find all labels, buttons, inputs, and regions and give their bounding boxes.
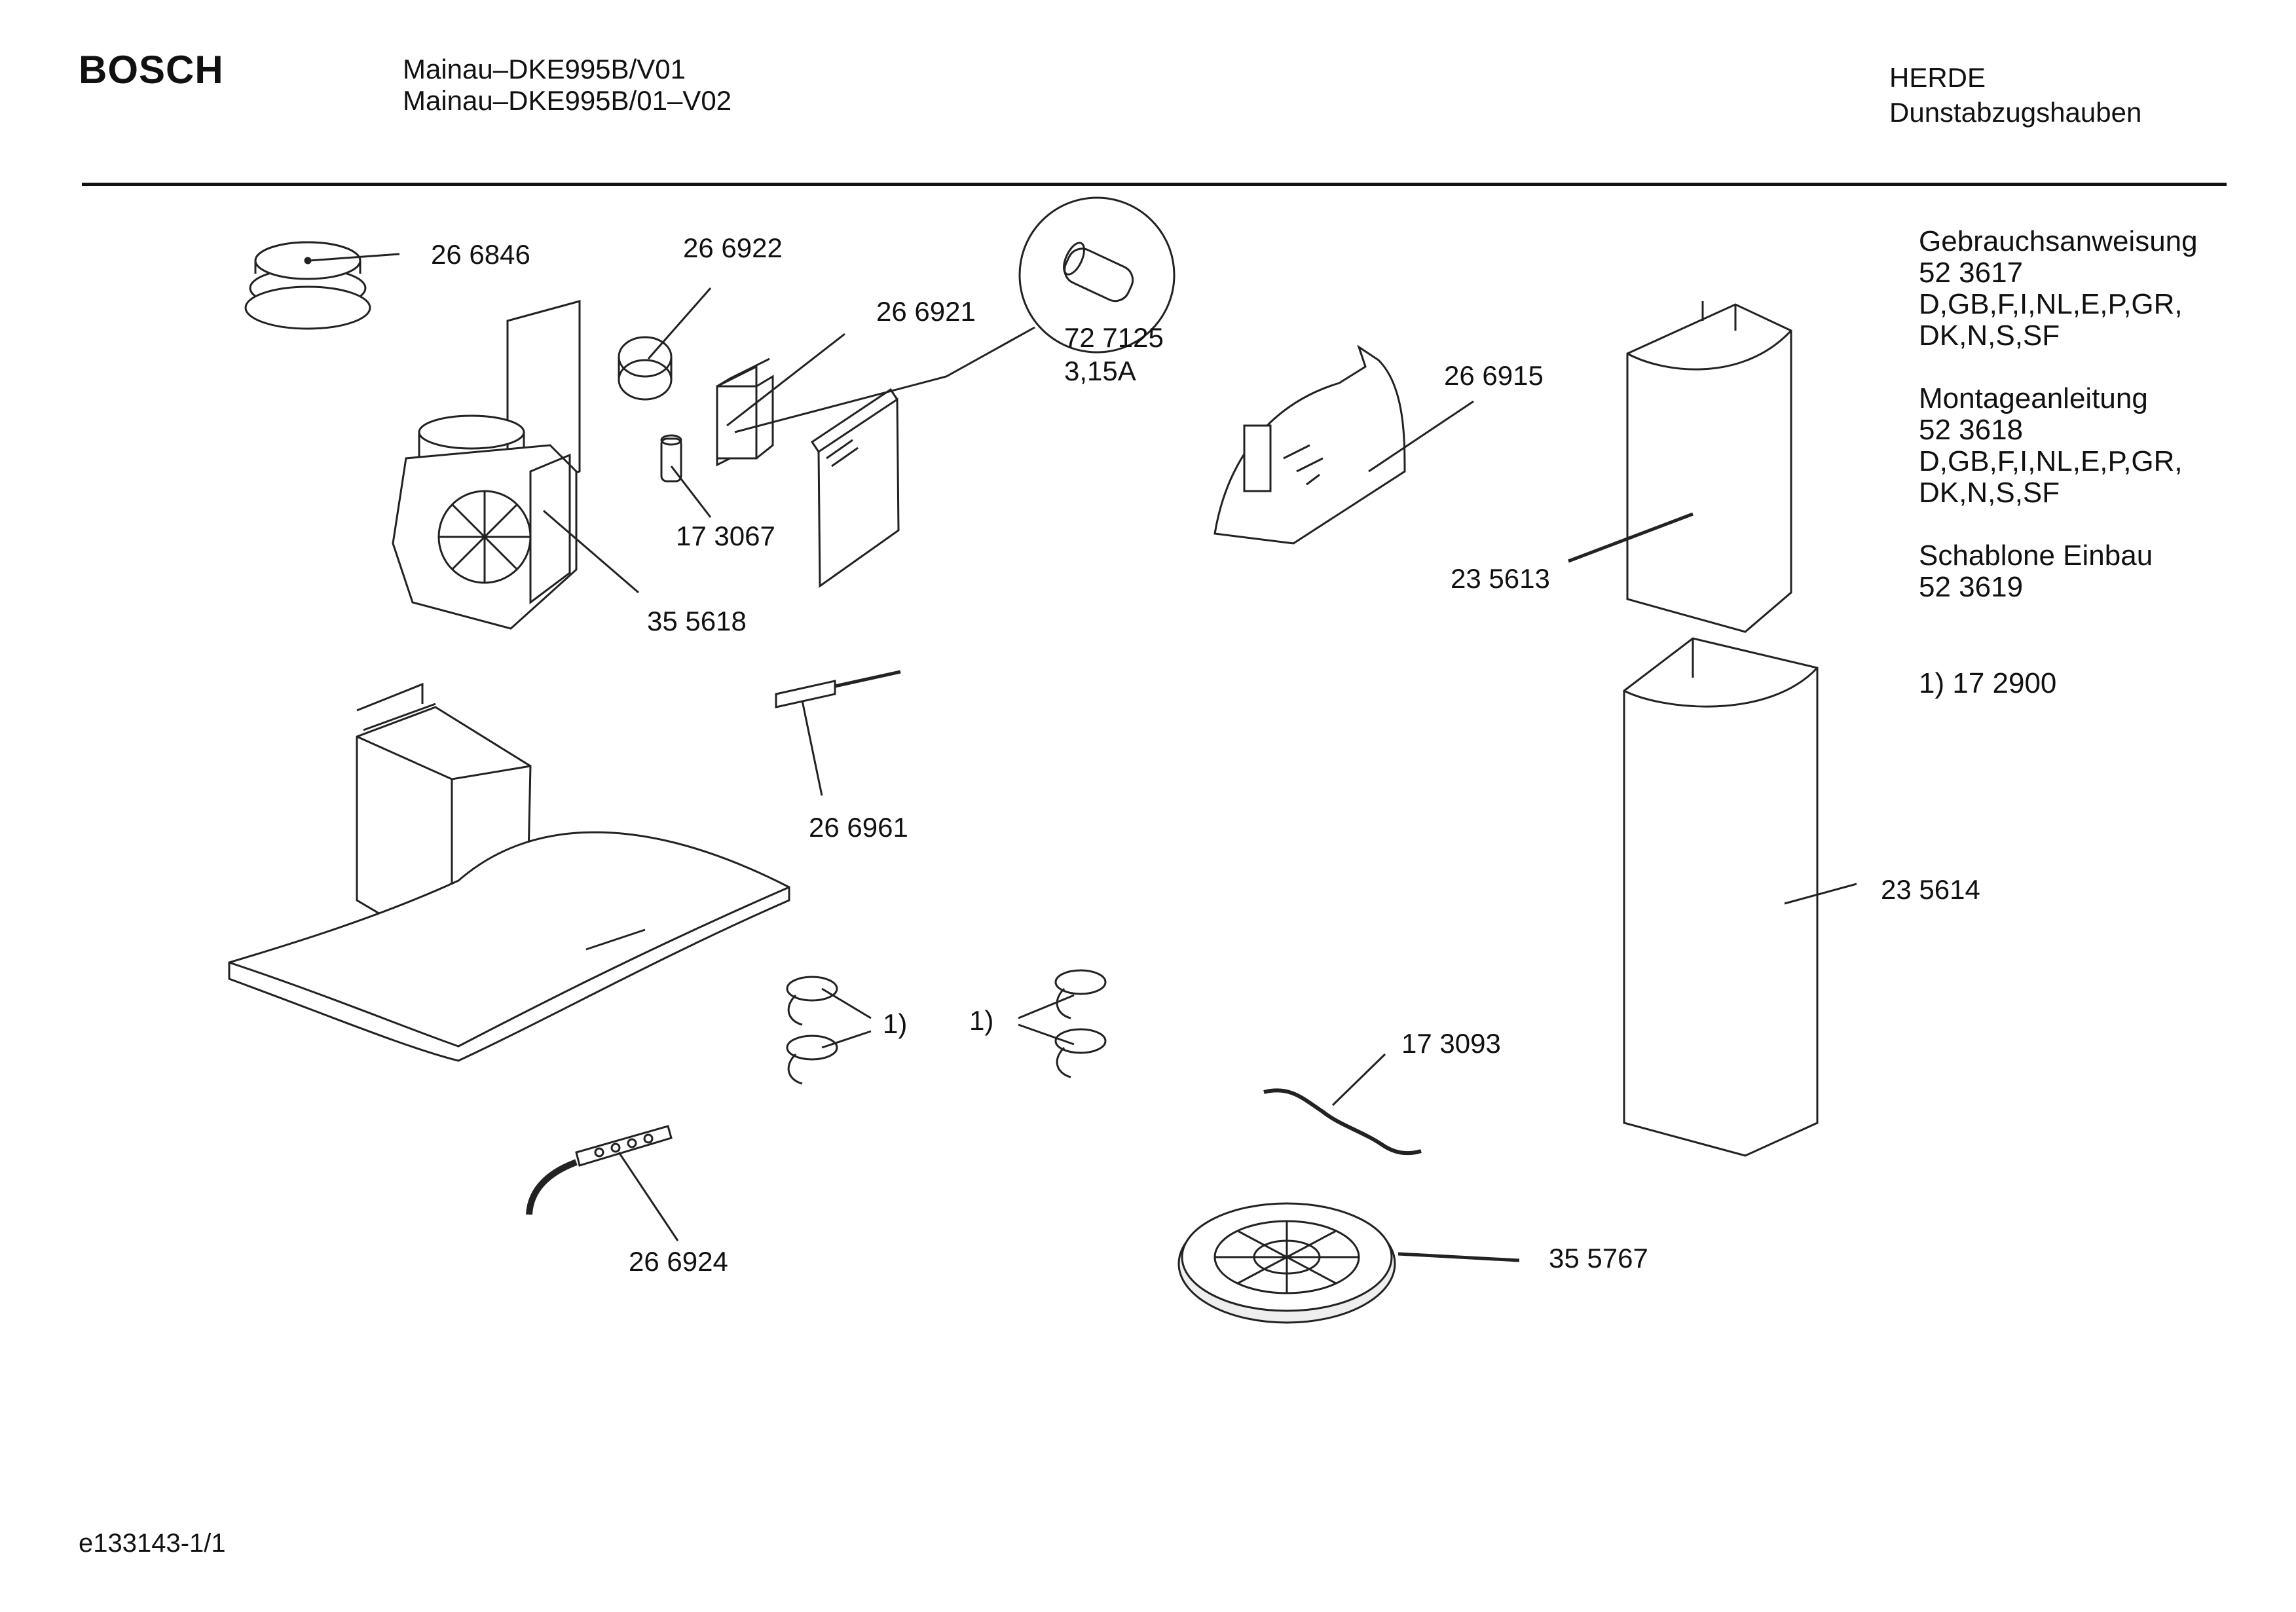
header-divider xyxy=(82,183,2227,186)
round-filter-stack-part xyxy=(244,241,371,330)
spring-clips-left xyxy=(786,976,838,1085)
capacitor-part xyxy=(618,336,673,401)
leader-235614 xyxy=(1784,883,1857,905)
part-label-173093: 17 3093 xyxy=(1401,1028,1501,1059)
doc-languages: D,GB,F,I,NL,E,P,GR, xyxy=(1919,288,2183,320)
part-label-ref-1b: 1) xyxy=(969,1005,994,1036)
part-label-266921: 26 6921 xyxy=(876,296,976,327)
part-label-235614: 23 5614 xyxy=(1881,874,1980,905)
lower-chimney-cover-part xyxy=(1623,637,1819,1157)
fuse-detail-circle xyxy=(1018,196,1176,354)
drawing-reference: e133143-1/1 xyxy=(79,1529,226,1558)
upper-chimney-cover-part xyxy=(1626,301,1792,633)
leader-266915 xyxy=(1368,400,1474,473)
part-label-173067: 17 3067 xyxy=(676,521,775,551)
doc-block-schablone: Schablone Einbau 52 3619 xyxy=(1919,540,2153,603)
doc-number: 52 3618 xyxy=(1919,414,2024,446)
footnote: 1) 17 2900 xyxy=(1919,667,2057,699)
sensor-cable-part xyxy=(775,670,901,708)
leader-266924 xyxy=(618,1152,679,1241)
leader-ref-1a xyxy=(821,987,872,1049)
spring-clips-right xyxy=(1054,969,1107,1078)
part-label-355767: 35 5767 xyxy=(1549,1243,1648,1273)
part-label-235613: 23 5613 xyxy=(1451,563,1550,594)
carbon-filter-round-part xyxy=(1177,1202,1396,1324)
leader-ref-1b xyxy=(1018,994,1075,1046)
cover-plate-part xyxy=(810,388,900,588)
doc-languages: D,GB,F,I,NL,E,P,GR, xyxy=(1919,445,2183,477)
category-line-1: HERDE xyxy=(1889,62,1986,93)
leader-266921 xyxy=(726,333,845,427)
leader-355767 xyxy=(1398,1252,1520,1262)
doc-block-montageanleitung: Montageanleitung 52 3618 D,GB,F,I,NL,E,P… xyxy=(1919,383,2183,509)
leader-266961 xyxy=(801,700,823,796)
doc-title: Schablone Einbau xyxy=(1919,540,2153,572)
doc-languages: DK,N,S,SF xyxy=(1919,320,2060,352)
doc-languages: DK,N,S,SF xyxy=(1919,477,2060,509)
control-switch-panel-part xyxy=(526,1125,673,1215)
leader-173093 xyxy=(1331,1053,1386,1107)
leader-235613 xyxy=(1568,512,1694,563)
doc-block-gebrauchsanweisung: Gebrauchsanweisung 52 3617 D,GB,F,I,NL,E… xyxy=(1919,226,2198,352)
leader-266922 xyxy=(647,287,712,359)
part-label-266922: 26 6922 xyxy=(683,232,783,263)
part-label-266846: 26 6846 xyxy=(431,239,530,270)
brand-logo: BOSCH xyxy=(79,48,224,92)
model-line-1: Mainau–DKE995B/V01 xyxy=(403,54,686,84)
small-cylinder-part xyxy=(660,434,682,483)
doc-title: Montageanleitung xyxy=(1919,382,2148,414)
doc-number: 52 3619 xyxy=(1919,571,2024,603)
model-line-2: Mainau–DKE995B/01–V02 xyxy=(403,85,732,116)
hardware-bag-part xyxy=(1213,344,1406,545)
part-label-ref-1a: 1) xyxy=(883,1008,908,1039)
doc-title: Gebrauchsanweisung xyxy=(1919,225,2198,257)
category-line-2: Dunstabzugshauben xyxy=(1889,97,2142,128)
hood-body-part xyxy=(228,682,790,1062)
part-label-727125-rating: 3,15A xyxy=(1064,356,1136,386)
part-label-266915: 26 6915 xyxy=(1444,360,1544,391)
leader-266846 xyxy=(308,253,400,262)
part-label-727125: 72 7125 xyxy=(1064,322,1164,353)
wire-cable-part xyxy=(1263,1088,1422,1156)
motor-fan-assembly-part xyxy=(392,300,581,630)
doc-number: 52 3617 xyxy=(1919,257,2024,289)
leader-355618 xyxy=(543,509,639,594)
electronic-module-part xyxy=(716,357,774,467)
part-label-266924: 26 6924 xyxy=(629,1246,728,1277)
leader-727125 xyxy=(734,326,1035,433)
part-label-355618: 35 5618 xyxy=(647,606,747,636)
part-label-266961: 26 6961 xyxy=(809,812,908,843)
leader-173067 xyxy=(670,466,712,518)
